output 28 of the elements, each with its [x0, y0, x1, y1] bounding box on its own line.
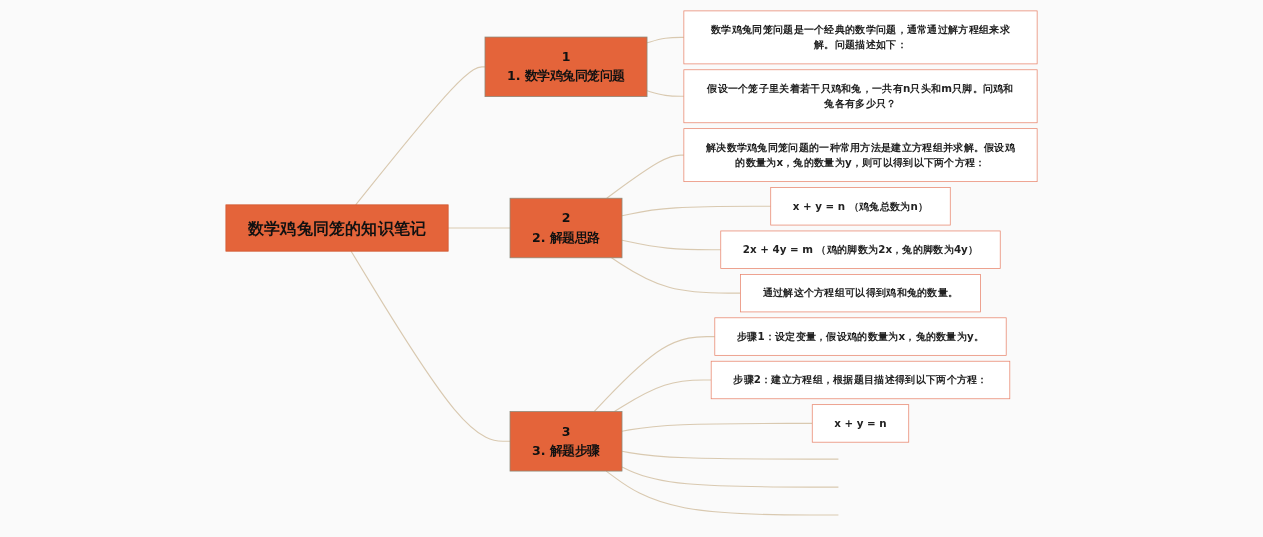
node-box: 通过解这个方程组可以得到鸡和兔的数量。	[740, 274, 981, 313]
connector	[646, 90, 685, 97]
node-box: 假设一个笼子里关着若干只鸡和兔，一共有n只头和m只脚。问鸡和兔各有多少只？	[683, 69, 1038, 124]
node-box: 步骤2：建立方程组，根据题目描述得到以下两个方程：	[710, 360, 1011, 400]
node-box: 解决数学鸡兔同笼问题的一种常用方法是建立方程组并求解。假设鸡的数量为x，兔的数量为y，则可以得到以下两个方程：	[683, 128, 1038, 182]
connector	[621, 466, 839, 488]
connector	[447, 227, 511, 229]
node-box: 3 3. 解题步骤	[509, 411, 623, 472]
connector	[646, 36, 685, 44]
connector	[593, 336, 716, 412]
connector	[621, 205, 772, 217]
node-box: x + y = n	[811, 404, 910, 443]
node-box: x + y = n （鸡兔总数为n）	[770, 187, 951, 226]
connector	[610, 257, 742, 294]
node-box: 2x + 4y = m （鸡的脚数为2x，兔的脚数为4y）	[720, 230, 1001, 269]
connector	[621, 239, 722, 251]
connector	[621, 422, 813, 432]
node-box: 1 1. 数学鸡兔同笼问题	[484, 36, 648, 97]
connector	[613, 379, 712, 412]
connector	[605, 470, 839, 516]
connector	[606, 154, 685, 199]
node-box: 数学鸡兔同笼的知识笔记	[225, 204, 449, 252]
connector	[621, 450, 839, 460]
connector	[355, 66, 486, 206]
node-box: 数学鸡兔同笼问题是一个经典的数学问题，通常通过解方程组来求解。问题描述如下：	[683, 10, 1038, 65]
node-box: 步骤1：设定变量，假设鸡的数量为x，兔的数量为y。	[714, 317, 1007, 356]
connector	[350, 250, 511, 442]
node-box: 2 2. 解题思路	[509, 197, 623, 259]
